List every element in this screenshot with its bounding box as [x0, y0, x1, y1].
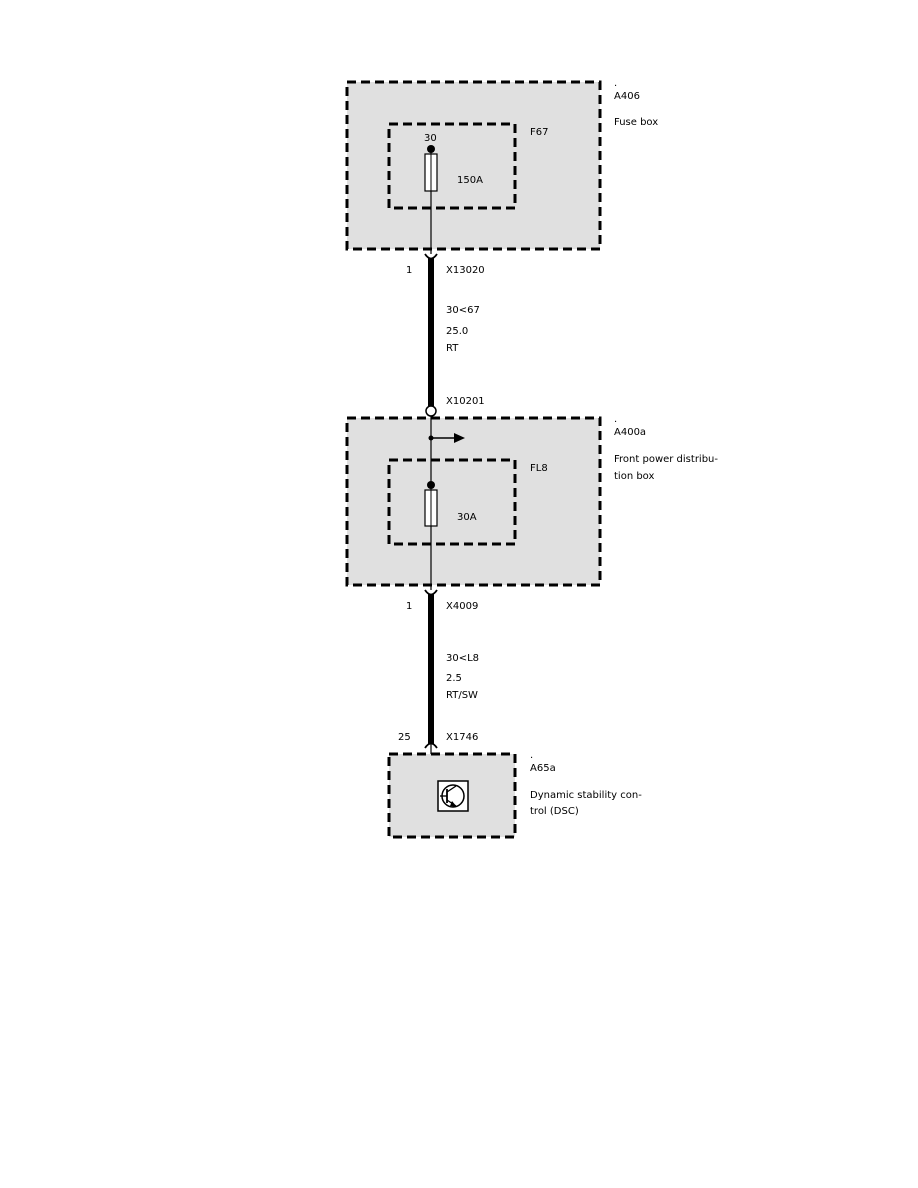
terminal-dot: [427, 481, 435, 489]
component-dot: .: [614, 414, 617, 425]
distribution-box-outline: [345, 416, 602, 587]
component-dot: .: [530, 750, 533, 761]
fuse-fl8-outline: [387, 458, 517, 546]
gauge-label: 2.5: [446, 673, 462, 684]
fuse-terminal-label: 30: [424, 133, 437, 144]
wire-1: 1 X13020 30<67 25.0 RT X10201: [406, 253, 485, 417]
fuse-box-a406: 30 150A F67 . A406 Fuse box: [345, 78, 658, 254]
transistor-icon: [437, 780, 469, 812]
circuit-label: 30<67: [446, 305, 480, 316]
component-id: A400a: [614, 427, 646, 438]
component-id: A406: [614, 91, 640, 102]
component-name-line2: tion box: [614, 471, 654, 482]
component-id: A65a: [530, 763, 556, 774]
fuse-id-label: F67: [530, 127, 548, 138]
gauge-label: 25.0: [446, 326, 468, 337]
color-label: RT: [446, 343, 459, 354]
connector-x4009-symbol: [424, 589, 438, 596]
connector-label: X10201: [446, 396, 485, 407]
connector-x1746-symbol: [424, 742, 438, 749]
component-dot: .: [614, 78, 617, 89]
pin-label: 1: [406, 265, 412, 276]
fuse-rating-label: 150A: [457, 175, 483, 186]
component-name: Fuse box: [614, 117, 658, 128]
connector-x10201-symbol: [425, 405, 437, 417]
component-name-line1: Dynamic stability con-: [530, 790, 642, 801]
connector-label: X13020: [446, 265, 485, 276]
component-name-line1: Front power distribu-: [614, 454, 718, 465]
fuse-f67-outline: [387, 122, 517, 210]
pin-label: 1: [406, 601, 412, 612]
wire-2: 1 X4009 30<L8 2.5 RT/SW 25 X1746: [398, 589, 479, 754]
fuse-id-label: FL8: [530, 463, 548, 474]
connector-label: X4009: [446, 601, 478, 612]
connector-x13020-symbol: [424, 253, 438, 260]
pin-label: 25: [398, 732, 411, 743]
circuit-label: 30<L8: [446, 653, 479, 664]
fuse-rating-label: 30A: [457, 512, 477, 523]
connector-label: X1746: [446, 732, 478, 743]
color-label: RT/SW: [446, 690, 478, 701]
fuse-box-outline: [345, 80, 602, 251]
branch-arrow-icon: [454, 433, 465, 443]
dsc-module-a65a: . A65a Dynamic stability con- trol (DSC): [387, 750, 642, 839]
front-power-distribution-box-a400a: 30A FL8 . A400a Front power distribu- ti…: [345, 414, 718, 590]
component-name-line2: trol (DSC): [530, 806, 579, 817]
